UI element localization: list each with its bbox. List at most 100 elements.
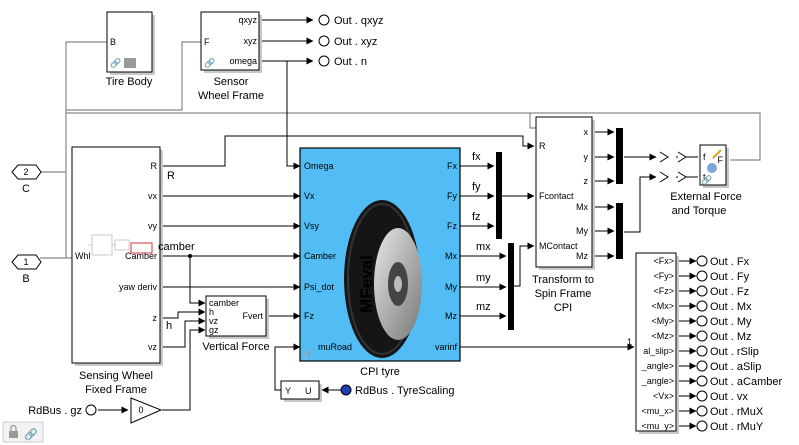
vforce-port-fvert: Fvert: [242, 311, 263, 321]
signal-label-bus-index: 1: [627, 337, 632, 347]
sensor-port-f: F: [204, 37, 210, 47]
outport-circle[interactable]: [697, 286, 707, 296]
sensing-port-r: R: [151, 161, 158, 171]
yu-block[interactable]: Y U: [281, 381, 322, 402]
moment-mux[interactable]: [508, 243, 514, 330]
signal-label-r: R: [167, 170, 175, 182]
signal-label-fy: fy: [472, 181, 481, 193]
outport-circle[interactable]: [697, 316, 707, 326]
solid-body-icon: [124, 58, 136, 68]
bus-signal-acamber: _angle>: [641, 376, 674, 386]
cpi-port-psidot: Psi_dot: [304, 282, 335, 292]
link-icon[interactable]: 🔗: [24, 427, 38, 441]
bus-signal-fx: <Fx>: [653, 256, 674, 266]
cpi-port-vsy: Vsy: [304, 221, 320, 231]
bus-signal-aslip: _angle>: [641, 361, 674, 371]
outport-circle[interactable]: [697, 301, 707, 311]
transform-block[interactable]: R Fcontact MContact x y z Mx My Mz Trans…: [532, 117, 595, 314]
from-rdbus-tyre[interactable]: RdBus . TyreScaling: [341, 385, 454, 397]
outport-circle[interactable]: [697, 391, 707, 401]
signal-label-fx: fx: [472, 151, 481, 163]
inport-b-number: 1: [23, 257, 28, 267]
out-vx-label: Out . vx: [710, 391, 748, 403]
bus-signal-mz: <Mz>: [651, 331, 674, 341]
transform-port-mx: Mx: [576, 202, 588, 212]
outport-circle[interactable]: [697, 331, 707, 341]
tire-sidewall-text: MFeval: [357, 255, 376, 313]
out-fy-label: Out . Fy: [710, 271, 750, 283]
bus-signal-mux: <mu_x>: [641, 406, 674, 416]
cpi-port-fz-out: Fz: [447, 221, 457, 231]
transform-port-mz: Mz: [576, 251, 588, 261]
outport-circle[interactable]: [697, 406, 707, 416]
out-n-label: Out . n: [334, 56, 367, 68]
signal-label-my: my: [476, 272, 491, 284]
cpi-port-my: My: [445, 282, 457, 292]
transform-label-1: Transform to: [532, 274, 594, 286]
bus-signal-mx: <Mx>: [651, 301, 674, 311]
out-acamber-label: Out . aCamber: [710, 376, 782, 388]
cpi-port-omega: Omega: [304, 161, 334, 171]
force-mux[interactable]: [496, 152, 502, 239]
vertical-force-block[interactable]: camber h vz gz Fvert Vertical Force: [202, 296, 269, 353]
outport-circle[interactable]: [697, 256, 707, 266]
outport-circle[interactable]: [319, 15, 329, 25]
simulink-ps-converter-f[interactable]: [660, 152, 686, 162]
outport-circle[interactable]: [319, 56, 329, 66]
out-qxyz-label: Out . qxyz: [334, 15, 384, 27]
simulink-ps-converter-t[interactable]: [660, 172, 686, 182]
from-port-circle: [86, 405, 96, 415]
from-rdbus-gz[interactable]: RdBus . gz: [28, 405, 96, 417]
outport-circle[interactable]: [697, 346, 707, 356]
out-fx-label: Out . Fx: [710, 256, 750, 268]
sensing-port-vz: vz: [148, 342, 158, 352]
transform-port-fcontact: Fcontact: [539, 191, 574, 201]
out-rmux-label: Out . rMuX: [710, 406, 764, 418]
bus-signal-vx: <Vx>: [653, 391, 674, 401]
out-mx-label: Out . Mx: [710, 301, 752, 313]
inport-c[interactable]: 2 C: [12, 165, 41, 195]
bus-signal-fz: <Fz>: [653, 286, 674, 296]
transform-force-mux[interactable]: [616, 128, 623, 184]
outport-circle[interactable]: [697, 421, 707, 431]
sensor-label-2: Wheel Frame: [198, 90, 264, 102]
tire-body-port-b: B: [110, 37, 116, 47]
cpi-tyre-block[interactable]: MFeval Omega Vx Vsy Camber Psi_dot Fz mu…: [300, 148, 460, 378]
inport-b-label: B: [22, 273, 29, 285]
vforce-label: Vertical Force: [202, 341, 269, 353]
from-port-circle: [341, 385, 351, 395]
tire-body-block[interactable]: B 🔗 Tire Body: [106, 12, 155, 88]
transform-label-3: CPI: [554, 302, 572, 314]
gain-block[interactable]: 0: [131, 398, 161, 423]
status-icons: 🔗: [3, 422, 43, 442]
inport-b[interactable]: 1 B: [12, 255, 41, 285]
sensor-port-omega: omega: [229, 56, 257, 66]
transform-moment-mux[interactable]: [616, 203, 623, 259]
bus-signal-muy: <mu_y>: [641, 421, 674, 431]
cpi-port-varinf: varinf: [435, 342, 458, 352]
sensing-wheel-block[interactable]: Whl R vx vy Camber yaw deriv z vz Sensin…: [72, 147, 163, 396]
out-my-label: Out . My: [710, 316, 752, 328]
signal-label-h: h: [166, 320, 172, 332]
tire-body-label: Tire Body: [106, 76, 153, 88]
bus-selector-block[interactable]: <Fx> <Fy> <Fz> <Mx> <My> <Mz> al_slip> _…: [636, 253, 679, 434]
sensor-wheel-frame-block[interactable]: F qxyz xyz omega 🔗 Sensor Wheel Frame: [198, 12, 264, 102]
ext-label-2: and Torque: [672, 205, 727, 217]
sensor-port-xyz: xyz: [244, 36, 258, 46]
transform-port-r: R: [539, 141, 546, 151]
transform-label-2: Spin Frame: [535, 288, 592, 300]
cpi-port-muroad: muRoad: [318, 342, 352, 352]
outport-circle[interactable]: [697, 361, 707, 371]
outport-circle[interactable]: [697, 376, 707, 386]
vforce-port-gz: gz: [209, 325, 219, 335]
sensing-port-yaw: yaw deriv: [119, 282, 158, 292]
sensing-port-whl: Whl: [75, 251, 91, 261]
cpi-label: CPI tyre: [360, 366, 400, 378]
sensing-port-vx: vx: [148, 191, 158, 201]
out-rmuy-label: Out . rMuY: [710, 421, 764, 433]
outport-circle[interactable]: [697, 271, 707, 281]
link-icon: 🔗: [204, 57, 215, 69]
from-rdbus-gz-label: RdBus . gz: [28, 405, 82, 417]
cpi-port-camber: Camber: [304, 251, 336, 261]
outport-circle[interactable]: [319, 36, 329, 46]
